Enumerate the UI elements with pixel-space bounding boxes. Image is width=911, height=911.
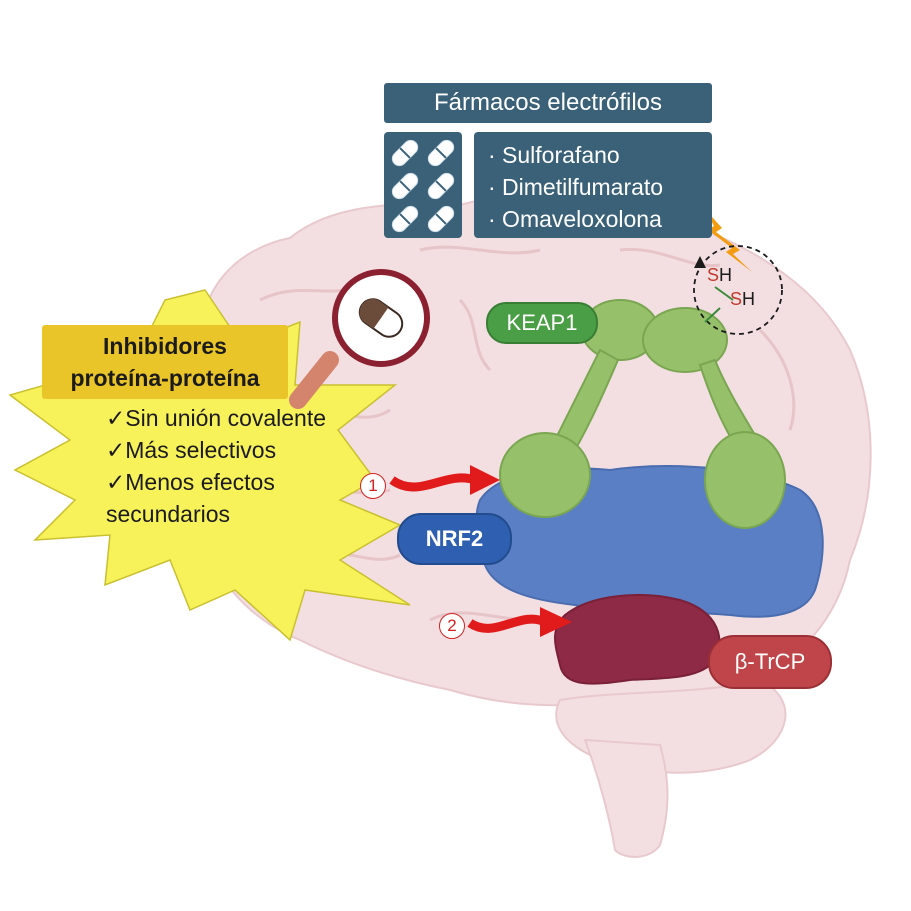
keap1-label: KEAP1 bbox=[486, 302, 598, 344]
btrcp-protein bbox=[554, 594, 721, 685]
pill-icons-panel bbox=[384, 132, 462, 238]
thiol-bond bbox=[714, 286, 734, 301]
benefit-item: secundarios bbox=[106, 501, 231, 527]
nrf2-label: NRF2 bbox=[397, 513, 512, 565]
ppi-title-line2: proteína-proteína bbox=[70, 365, 260, 391]
magnifier-icon bbox=[289, 269, 430, 409]
cysteine-link bbox=[704, 307, 721, 323]
drug-item: · Dimetilfumarato bbox=[488, 174, 664, 200]
drug-item: · Omaveloxolona bbox=[488, 206, 662, 232]
arrow-one-head bbox=[470, 465, 500, 495]
drug-item: · Sulforafano bbox=[488, 142, 620, 168]
keap1-protein bbox=[499, 299, 786, 529]
benefit-item: ✓Menos efectos bbox=[106, 469, 275, 495]
ppi-title-line1: Inhibidores bbox=[103, 333, 227, 359]
btrcp-label: β-TrCP bbox=[708, 635, 832, 689]
arrow-one bbox=[389, 473, 477, 492]
thiol-label: SH bbox=[707, 265, 733, 285]
rotation-arrow-icon bbox=[694, 256, 706, 268]
lightning-icon bbox=[704, 208, 752, 272]
drug-list: · Sulforafano · Dimetilfumarato · Omavel… bbox=[474, 132, 712, 238]
arrow-two-head bbox=[540, 607, 572, 637]
benefit-item: ✓Más selectivos bbox=[106, 437, 277, 463]
ppi-title: Inhibidores proteína-proteína bbox=[42, 325, 288, 399]
arrow-two bbox=[467, 614, 547, 633]
thiol-label: SH bbox=[730, 289, 756, 309]
benefit-item: ✓Sin unión covalente bbox=[106, 405, 327, 431]
marker-two: 2 bbox=[439, 613, 465, 639]
capsule-icon bbox=[358, 298, 404, 338]
cysteine-circle bbox=[693, 245, 783, 335]
brain-stem bbox=[583, 738, 669, 858]
marker-one: 1 bbox=[360, 473, 386, 499]
electrophiles-title: Fármacos electrófilos bbox=[384, 83, 712, 123]
